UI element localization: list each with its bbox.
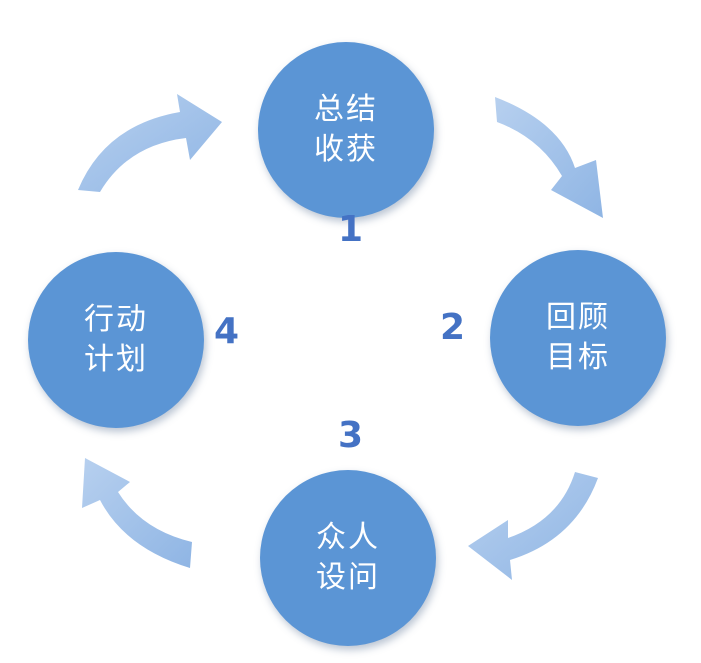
arrow-3-to-4 — [82, 458, 192, 568]
step-4-circle: 行动 计划 — [28, 252, 204, 428]
step-2-label-line1: 回顾 — [546, 300, 610, 335]
step-2-circle: 回顾 目标 — [490, 250, 666, 426]
step-3-label-line1: 众人 — [316, 520, 380, 555]
step-1-label-line1: 总结 — [314, 92, 378, 127]
step-1-circle: 总结 收获 — [258, 42, 434, 218]
step-4-label-line1: 行动 — [84, 302, 148, 337]
step-1-label-line2: 收获 — [314, 132, 378, 167]
arrow-4-to-1 — [78, 94, 222, 192]
step-1-number: 1 — [338, 209, 364, 250]
step-3-number: 3 — [338, 415, 364, 456]
step-2-number: 2 — [440, 307, 466, 348]
step-4-number: 4 — [214, 311, 240, 352]
step-3-label-line2: 设问 — [316, 560, 380, 595]
step-3-circle: 众人 设问 — [260, 470, 436, 646]
step-2-label-line2: 目标 — [546, 340, 610, 375]
step-4-label-line2: 计划 — [84, 342, 148, 377]
arrow-1-to-2 — [495, 97, 603, 218]
arrow-2-to-3 — [468, 472, 598, 580]
